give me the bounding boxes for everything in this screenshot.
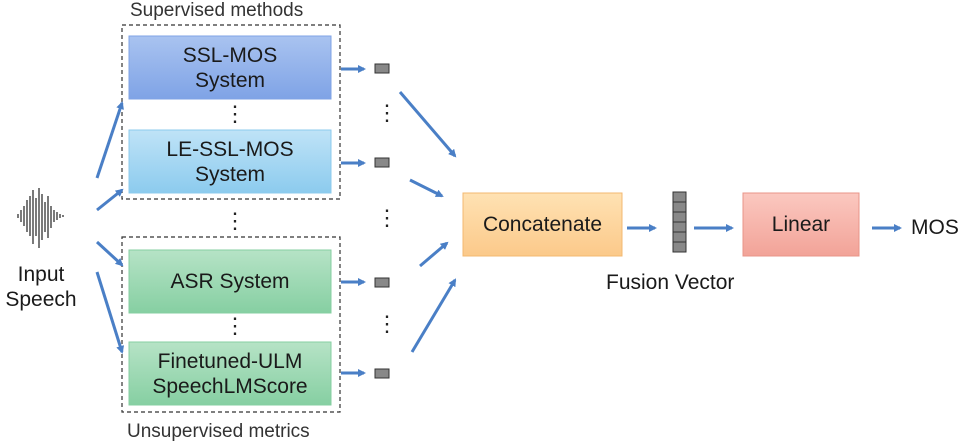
waveform-icon <box>17 188 64 248</box>
concatenate-box-shape <box>462 192 623 257</box>
group-label-supervised: Supervised methods <box>130 0 304 21</box>
ssl-mos-box-shape <box>128 35 332 100</box>
box-line1: LE-SSL-MOS <box>166 137 294 161</box>
linear-box-shape <box>742 192 860 257</box>
system-output-arrows <box>341 65 366 377</box>
input-line2: Speech <box>5 288 77 311</box>
asr-system-box: ASR System <box>129 250 331 313</box>
group-label-unsupervised: Unsupervised metrics <box>127 421 310 442</box>
unsupervised-group <box>121 236 341 413</box>
box-line2: System <box>194 68 265 92</box>
ellipsis-supervised: ⋮ <box>224 101 246 126</box>
input-arrows <box>95 101 125 354</box>
box-line2: SpeechLMScore <box>152 374 308 398</box>
le-ssl-mos-box-shape <box>128 129 332 194</box>
concatenate-box: Concatenate <box>482 213 603 236</box>
fusion-vector-label: Fusion Vector <box>606 271 735 294</box>
ellipsis-embedding-1: ⋮ <box>376 100 398 125</box>
fusion-vector-shape <box>672 191 687 253</box>
concat-input-arrows <box>398 91 457 353</box>
ellipsis-embedding-3: ⋮ <box>376 311 398 336</box>
ellipsis-embedding-2: ⋮ <box>376 205 398 230</box>
box-line1: SSL-MOS <box>182 43 278 67</box>
box-line1: ASR System <box>170 270 290 293</box>
mos-output-label: MOS <box>911 216 959 239</box>
ellipsis-unsupervised: ⋮ <box>224 313 246 338</box>
input-speech-label: Input Speech <box>0 262 82 312</box>
box-line2: System <box>194 162 265 186</box>
linear-box: Linear <box>771 213 831 236</box>
box-line1: Finetuned-ULM <box>157 349 303 373</box>
input-line1: Input <box>17 263 65 286</box>
system-embeddings <box>374 63 390 379</box>
ellipsis-between-groups: ⋮ <box>224 208 246 233</box>
asr-box-shape <box>128 249 332 314</box>
ulm-box-shape <box>128 341 332 406</box>
supervised-group <box>121 24 341 200</box>
